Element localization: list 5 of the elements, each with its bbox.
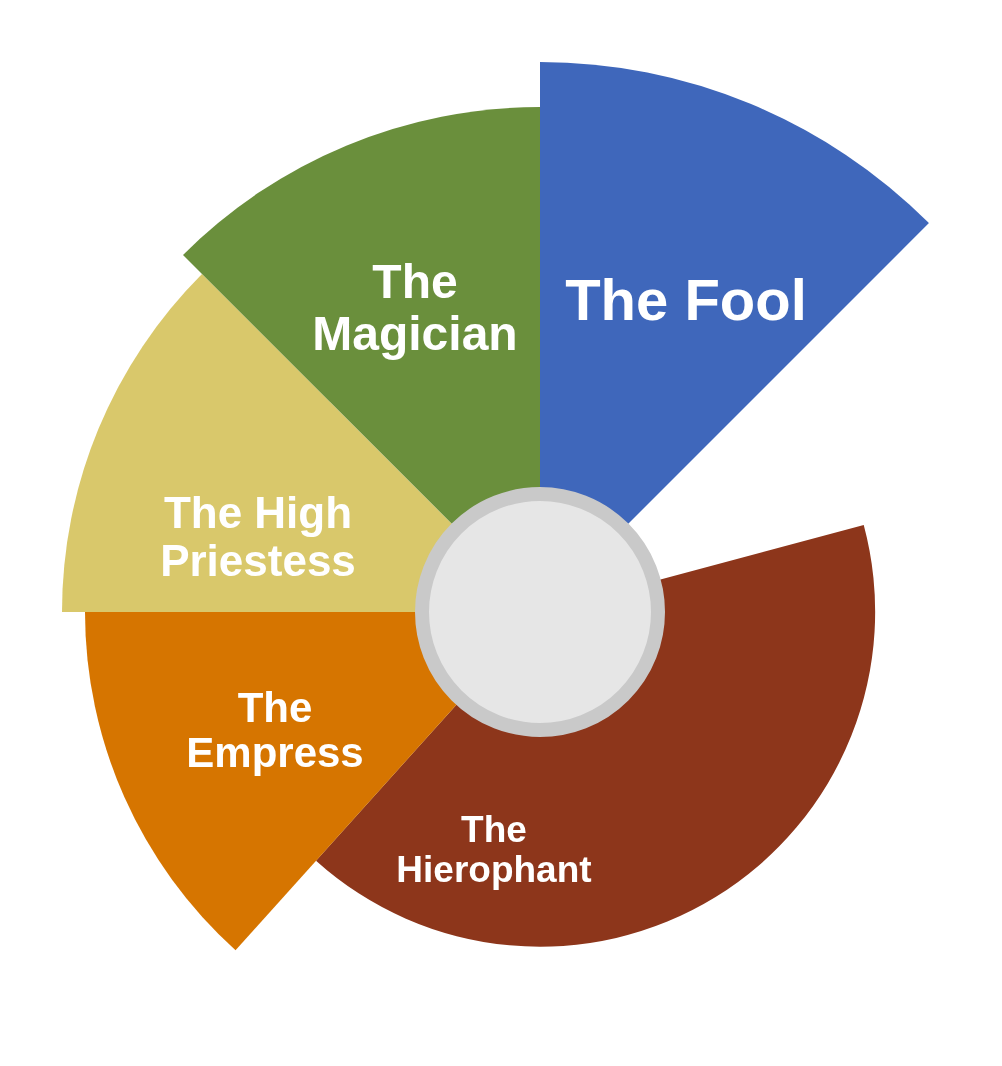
segment-label: The Fool (564, 268, 808, 332)
segment-label: The High Priestess (159, 489, 357, 585)
segment-label: The Hierophant (395, 810, 593, 890)
segment-label: The Magician (311, 256, 519, 360)
segment-label: The Empress (185, 684, 365, 776)
